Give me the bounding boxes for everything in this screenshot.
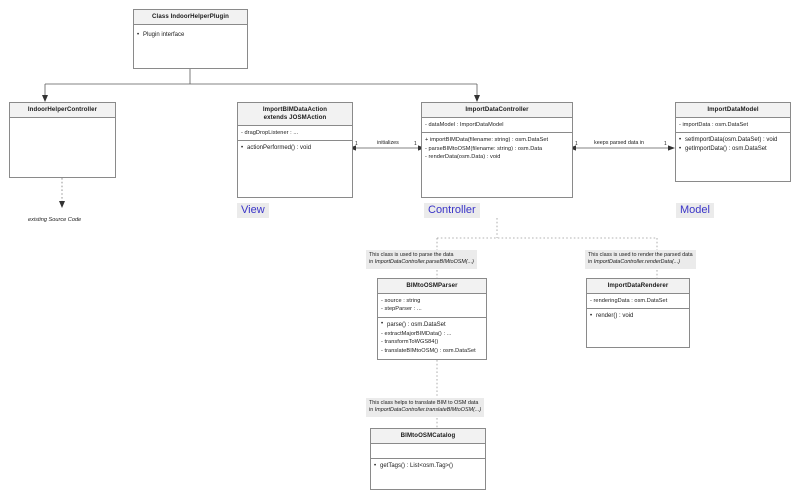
class-box-bim-to-osm-parser[interactable]: BIMtoOSMParser - source : string - stepP… [377, 278, 487, 360]
class-box-import-data-model[interactable]: ImportDataModel - importData : osm.DataS… [675, 102, 791, 182]
note-code-ref: ImportDataController.parseBIMtoOSM(...) [374, 259, 474, 266]
layer-label-controller: Controller [424, 203, 480, 218]
class-attributes-import-bim-data-action: - dragDropListener : ... [238, 126, 352, 142]
attribute-row: - dragDropListener : ... [241, 130, 299, 136]
note-renderer-usage: This class is used to render the parsed … [585, 250, 696, 269]
class-box-import-data-renderer[interactable]: ImportDataRenderer - renderingData : osm… [586, 278, 690, 348]
empty-compartment-row [13, 121, 112, 129]
class-methods-import-data-controller: + importBIMData(filename: string) : osm.… [422, 133, 572, 165]
class-item-plugin-interface: Plugin interface [137, 31, 244, 40]
method-row: + importBIMData(filename: string) : osm.… [425, 137, 549, 144]
edge-label-keeps-parsed-data-in: keeps parsed data in [592, 139, 647, 146]
legacy-source-code-label: existing Source Code [28, 217, 82, 223]
method-signature: transformToWGS84() [384, 339, 439, 346]
edge-label-initializes: initializes [375, 139, 401, 146]
multiplicity-keeps-data-target: 1 [664, 141, 667, 147]
class-body-indoor-helper-plugin: Plugin interface [134, 25, 247, 43]
layer-label-view: View [237, 203, 269, 218]
layer-label-model: Model [676, 203, 714, 218]
note-line: This class is used to parse the data [369, 252, 454, 258]
class-box-indoor-helper-plugin[interactable]: Class IndoorHelperPlugin Plugin interfac… [133, 9, 248, 69]
method-row: render() : void [590, 312, 686, 321]
method-row: - renderData(osm.Data) : void [425, 154, 501, 161]
note-prefix: in [588, 259, 594, 266]
note-code-ref: ImportDataController.renderData(...) [593, 259, 681, 266]
method-row: actionPerformed() : void [241, 144, 349, 153]
attribute-row: - source : string [381, 298, 421, 304]
class-box-bim-to-osm-catalog[interactable]: BIMtoOSMCatalog getTags() : List<osm.Tag… [370, 428, 486, 490]
class-title-import-data-controller: ImportDataController [422, 103, 572, 118]
class-title-import-bim-data-action: ImportBIMDataAction extends JOSMAction [238, 103, 352, 126]
class-title-import-data-model: ImportDataModel [676, 103, 790, 118]
method-row: setImportData(osm.DataSet) : void [679, 136, 787, 145]
method-row: getImportData() : osm.DataSet [679, 145, 787, 154]
multiplicity-initializes-target: 1 [414, 141, 417, 147]
class-box-import-bim-data-action[interactable]: ImportBIMDataAction extends JOSMAction -… [237, 102, 353, 198]
method-row: - parseBIMtoOSM(filename: string) : osm.… [425, 145, 543, 152]
class-methods-import-data-model: setImportData(osm.DataSet) : void getImp… [676, 133, 790, 158]
multiplicity-initializes-source: 1 [355, 141, 358, 147]
class-title-import-data-renderer: ImportDataRenderer [587, 279, 689, 294]
method-signature: extractMajorBIMData() : ... [384, 330, 452, 337]
note-line: in ImportDataController.renderData(...) [588, 259, 693, 266]
method-row: parse() : osm.DataSet [381, 320, 483, 330]
note-line: in ImportDataController.parseBIMtoOSM(..… [369, 259, 474, 266]
note-prefix: in [369, 259, 375, 266]
method-row: - extractMajorBIMData() : ... [381, 330, 483, 338]
multiplicity-keeps-data-source: 1 [575, 141, 578, 147]
method-visibility: - [381, 339, 385, 346]
method-row: - translateBIMtoOSM() : osm.DataSet [381, 347, 483, 355]
attribute-row: - dataModel : ImportDataModel [425, 122, 504, 128]
attribute-row: - importData : osm.DataSet [679, 122, 749, 128]
class-attributes-import-data-renderer: - renderingData : osm.DataSet [587, 294, 689, 310]
class-title-bim-to-osm-parser: BIMtoOSMParser [378, 279, 486, 294]
class-box-indoor-helper-controller[interactable]: IndoorHelperController [9, 102, 116, 178]
attribute-row: - stepParser : ... [381, 306, 422, 313]
method-signature: translateBIMtoOSM() : osm.DataSet [384, 347, 476, 354]
class-title-indoor-helper-controller: IndoorHelperController [10, 103, 115, 118]
class-attributes-bim-to-osm-parser: - source : string - stepParser : ... [378, 294, 486, 318]
class-title-line1: ImportBIMDataAction [262, 106, 328, 113]
class-methods-bim-to-osm-catalog: getTags() : List<osm.Tag>() [371, 459, 485, 474]
method-row: - transformToWGS84() [381, 338, 483, 346]
note-prefix: in [369, 407, 375, 414]
class-attributes-bim-to-osm-catalog [371, 444, 485, 459]
empty-compartment-row [374, 447, 482, 455]
note-catalog-usage: This class helps to translate BIM to OSM… [366, 398, 485, 417]
method-visibility: - [381, 347, 385, 354]
class-title-line2: extends JOSMAction [263, 114, 327, 121]
class-methods-import-bim-data-action: actionPerformed() : void [238, 141, 352, 157]
note-line: This class helps to translate BIM to OSM… [369, 400, 479, 406]
note-line: in ImportDataController.translateBIMtoOS… [369, 407, 481, 414]
method-row: getTags() : List<osm.Tag>() [374, 462, 482, 471]
method-visibility: - [381, 330, 385, 337]
class-title-indoor-helper-plugin: Class IndoorHelperPlugin [134, 10, 247, 25]
class-attributes-import-data-model: - importData : osm.DataSet [676, 118, 790, 134]
note-code-ref: ImportDataController.translateBIMtoOSM(.… [374, 407, 482, 414]
attribute-row: - renderingData : osm.DataSet [590, 298, 668, 304]
class-title-bim-to-osm-catalog: BIMtoOSMCatalog [371, 429, 485, 444]
class-box-import-data-controller[interactable]: ImportDataController - dataModel : Impor… [421, 102, 573, 198]
note-parser-usage: This class is used to parse the data in … [366, 250, 477, 269]
class-methods-bim-to-osm-parser: parse() : osm.DataSet - extractMajorBIMD… [378, 317, 486, 359]
class-methods-import-data-renderer: render() : void [587, 309, 689, 325]
note-line: This class is used to render the parsed … [588, 252, 693, 258]
class-body-indoor-helper-controller [10, 118, 115, 132]
class-attributes-import-data-controller: - dataModel : ImportDataModel [422, 118, 572, 134]
